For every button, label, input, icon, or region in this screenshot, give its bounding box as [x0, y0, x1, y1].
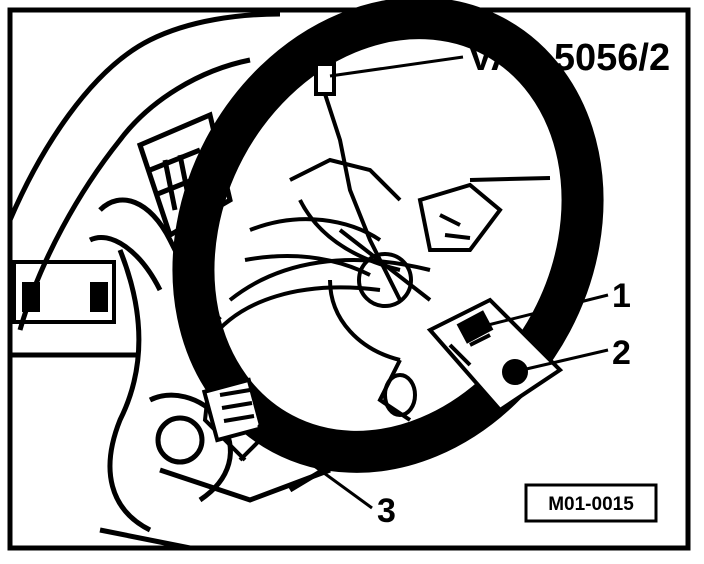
airbag-connector — [201, 377, 265, 443]
adapter-module — [426, 297, 564, 413]
leader-2 — [521, 348, 609, 372]
vent-panel — [12, 260, 116, 324]
steering-wheel-hub — [244, 157, 551, 422]
callout-3: 3 — [377, 492, 396, 530]
leader-3 — [257, 423, 373, 510]
tester-cable — [202, 62, 431, 462]
tool-label: VAS 5056/2 — [468, 37, 670, 79]
reference-code: M01-0015 — [548, 494, 634, 515]
callout-2: 2 — [612, 334, 631, 372]
callout-1: 1 — [612, 277, 631, 315]
leader-1 — [487, 293, 609, 327]
steering-wheel-rim — [172, 0, 604, 473]
reference-code-box: M01-0015 — [524, 483, 658, 523]
leader-tool — [329, 55, 464, 78]
leader-lines — [257, 55, 609, 510]
dashboard-surround — [7, 11, 281, 551]
